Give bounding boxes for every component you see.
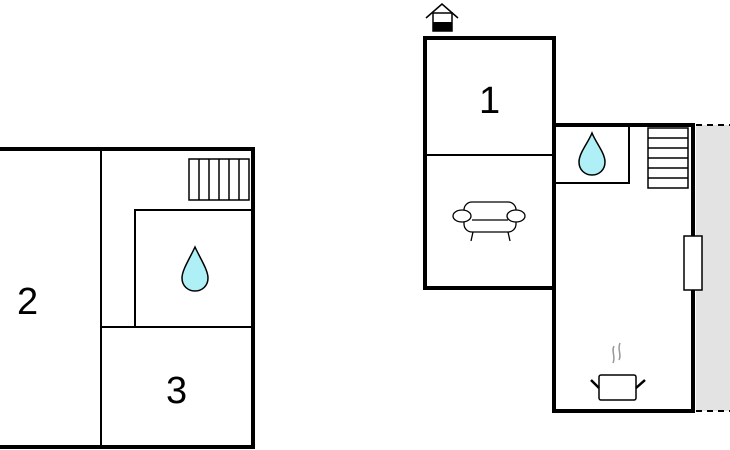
annex-walls [552, 123, 695, 413]
bathroom-walls [134, 209, 253, 327]
window [683, 235, 703, 291]
stairs-icon [188, 158, 250, 201]
cooking-pot-icon [590, 342, 646, 401]
room-label-2: 2 [17, 281, 38, 323]
stairs-icon [647, 127, 689, 189]
ground-floor-plan: 1 [423, 3, 730, 413]
room-label-3: 3 [166, 370, 187, 412]
bathroom-walls [553, 125, 630, 184]
room-1-walls [423, 36, 556, 290]
water-drop-icon [578, 130, 606, 176]
outer-walls [0, 147, 255, 449]
lower-floor-plan: 2 3 [0, 147, 255, 449]
water-drop-icon [181, 245, 209, 292]
room-label-1: 1 [479, 80, 500, 122]
entrance-house-icon [425, 3, 459, 32]
sofa-icon [452, 201, 526, 242]
